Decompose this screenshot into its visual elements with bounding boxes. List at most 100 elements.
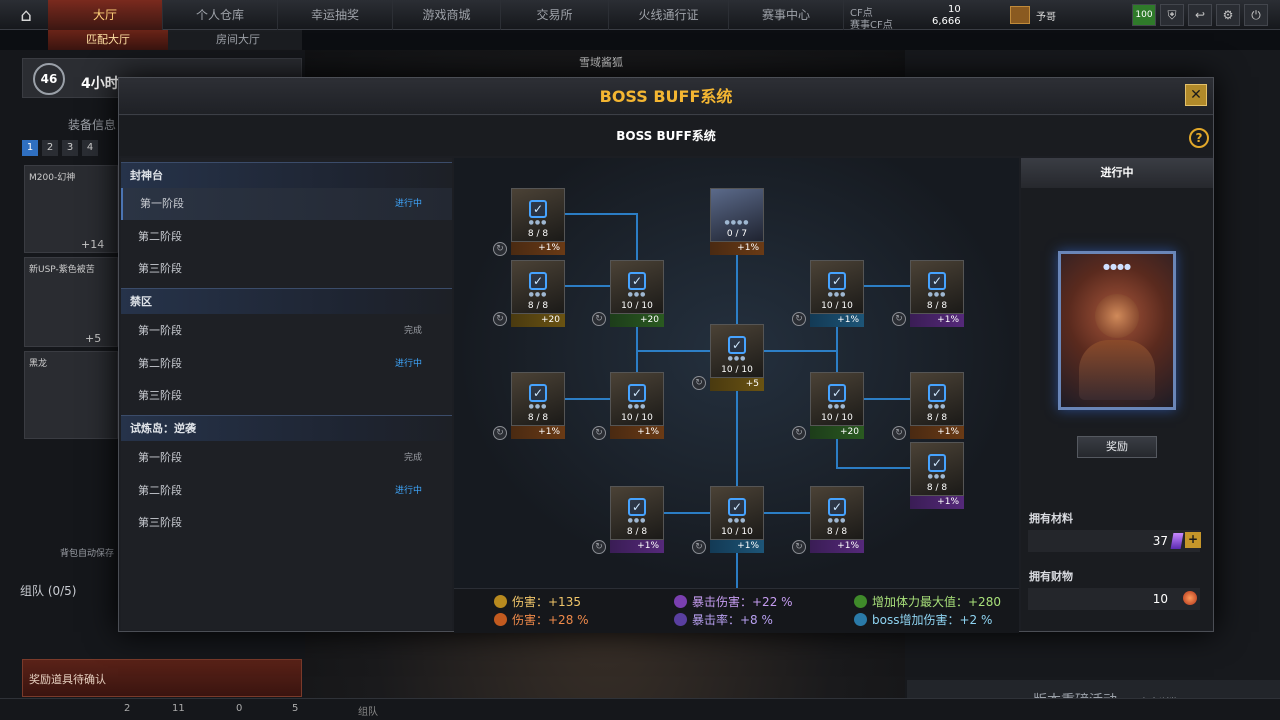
buff-node[interactable]: ✓●●●10 / 10+1%: [610, 372, 664, 439]
weapon-card-1[interactable]: M200-幻神 +14: [24, 165, 118, 253]
reward-confirm-bar[interactable]: 奖励道具待确认: [22, 659, 302, 697]
page-3[interactable]: 3: [62, 140, 78, 156]
stars-icon: ●●●: [927, 403, 947, 410]
reset-icon[interactable]: ↻: [792, 540, 806, 554]
node-buff: +1%: [610, 426, 664, 439]
reset-icon[interactable]: ↻: [792, 312, 806, 326]
cf-label: CF点: [850, 8, 873, 19]
reset-icon[interactable]: ↻: [792, 426, 806, 440]
weapon-card-2[interactable]: 新USP-紫色被苦 +5: [24, 257, 118, 347]
weapon-1-name: M200-幻神: [29, 173, 76, 183]
subtab-room[interactable]: 房间大厅: [216, 33, 260, 46]
stage-item[interactable]: 第三阶段: [121, 507, 452, 539]
stage-item[interactable]: 第一阶段完成: [121, 442, 452, 474]
tab-lobby[interactable]: 大厅: [48, 0, 163, 30]
stage-item[interactable]: 第二阶段进行中: [121, 348, 452, 380]
buff-node[interactable]: ✓●●●8 / 8+1%: [511, 188, 565, 255]
reset-icon[interactable]: ↻: [692, 540, 706, 554]
stage-item[interactable]: 第三阶段: [121, 253, 452, 285]
avatar[interactable]: [1010, 6, 1030, 24]
buff-node[interactable]: ✓●●●8 / 8+1%: [810, 486, 864, 553]
buff-node[interactable]: ✓●●●8 / 8+20: [511, 260, 565, 327]
home-icon[interactable]: ⌂: [20, 4, 32, 26]
boss-buff-modal: BOSS BUFF系统 ✕ BOSS BUFF系统 ? 封神台 第一阶段进行中 …: [118, 77, 1214, 633]
reset-icon[interactable]: ↻: [592, 312, 606, 326]
node-count: 8 / 8: [626, 527, 648, 537]
stage-label: 第三阶段: [138, 389, 182, 402]
tab-shop[interactable]: 游戏商城: [393, 0, 501, 30]
gear-icon[interactable]: ⚙: [1216, 4, 1240, 26]
node-portrait: [610, 372, 664, 426]
stage-item[interactable]: 第一阶段完成: [121, 315, 452, 347]
summary-text: 伤害：+135: [512, 595, 581, 609]
reset-icon[interactable]: ↻: [592, 426, 606, 440]
node-portrait: [511, 372, 565, 426]
level-badge[interactable]: 100: [1132, 4, 1156, 26]
materials-label: 拥有材料: [1029, 512, 1073, 525]
reset-icon[interactable]: ↻: [493, 242, 507, 256]
buff-node[interactable]: ✓●●●10 / 10+1%: [810, 260, 864, 327]
buff-node[interactable]: ✓●●●8 / 8+1%: [910, 372, 964, 439]
buff-node[interactable]: ✓●●●8 / 8+1%: [910, 260, 964, 327]
check-icon: ✓: [928, 454, 946, 472]
summary-text: 伤害：+28 %: [512, 613, 589, 627]
tab-events[interactable]: 赛事中心: [729, 0, 844, 30]
reward-button[interactable]: 奖励: [1077, 436, 1157, 458]
close-button[interactable]: ✕: [1185, 84, 1207, 106]
tab-lottery[interactable]: 幸运抽奖: [278, 0, 393, 30]
stars-icon: ●●●: [528, 291, 548, 298]
stars-icon: ●●●: [727, 355, 747, 362]
shield-icon[interactable]: ⛨: [1160, 4, 1184, 26]
summary-text: 增加体力最大值：+280: [872, 595, 1001, 609]
weapon-card-3[interactable]: 黑龙: [24, 351, 118, 439]
buff-node[interactable]: ✓●●●10 / 10+1%: [710, 486, 764, 553]
stage-label: 第一阶段: [138, 451, 182, 464]
buff-node[interactable]: ✓●●●8 / 8+1%: [910, 442, 964, 509]
buff-node[interactable]: ✓●●●8 / 8+1%: [610, 486, 664, 553]
buff-node[interactable]: ✓●●●10 / 10+20: [610, 260, 664, 327]
add-material-button[interactable]: +: [1185, 532, 1201, 548]
group-header-1: 封神台: [121, 162, 452, 188]
tab-pass[interactable]: 火线通行证: [609, 0, 729, 30]
buff-node[interactable]: ✓●●●10 / 10+20: [810, 372, 864, 439]
stage-label: 第三阶段: [138, 516, 182, 529]
buff-node[interactable]: ✓●●●8 / 8+1%: [511, 372, 565, 439]
node-portrait: [511, 188, 565, 242]
tab-exchange[interactable]: 交易所: [501, 0, 609, 30]
bottom-count-4: 5: [292, 703, 299, 714]
check-icon: ✓: [728, 336, 746, 354]
reset-icon[interactable]: ↻: [493, 426, 507, 440]
node-portrait: [810, 372, 864, 426]
page-2[interactable]: 2: [42, 140, 58, 156]
weapon-1-plus: +14: [81, 238, 105, 251]
reset-icon[interactable]: ↻: [692, 376, 706, 390]
page-1[interactable]: 1: [22, 140, 38, 156]
reset-icon[interactable]: ↻: [592, 540, 606, 554]
return-icon[interactable]: ↩: [1188, 4, 1212, 26]
power-icon[interactable]: ⏻: [1244, 4, 1268, 26]
reset-icon[interactable]: ↻: [892, 312, 906, 326]
buff-node[interactable]: ✓●●●10 / 10+5: [710, 324, 764, 391]
wealth-value: 10: [1152, 592, 1168, 606]
page-4[interactable]: 4: [82, 140, 98, 156]
reset-icon[interactable]: ↻: [892, 426, 906, 440]
help-button[interactable]: ?: [1189, 128, 1209, 148]
bottom-team[interactable]: 组队: [358, 707, 378, 718]
bottom-bar: 2 11 0 5 组队: [0, 698, 1280, 720]
stars-icon: ●●●: [827, 517, 847, 524]
summary-text: 暴击率：+8 %: [692, 613, 773, 627]
boss-icon: [854, 613, 867, 626]
subtab-match[interactable]: 匹配大厅: [48, 30, 168, 50]
stars-icon: ●●●: [627, 517, 647, 524]
buff-node[interactable]: ●●●●0 / 7+1%: [710, 188, 764, 255]
node-buff: +1%: [710, 242, 764, 255]
tab-warehouse[interactable]: 个人仓库: [163, 0, 278, 30]
reset-icon[interactable]: ↻: [493, 312, 507, 326]
node-count: 8 / 8: [527, 229, 549, 239]
stage-item[interactable]: 第二阶段: [121, 221, 452, 253]
stage-item[interactable]: 第三阶段: [121, 380, 452, 412]
page-tabs: 1 2 3 4: [22, 140, 98, 156]
summary-crit-rate: 暴击率：+8 %: [674, 612, 773, 628]
stage-item[interactable]: 第一阶段进行中: [121, 188, 452, 220]
stage-item[interactable]: 第二阶段进行中: [121, 475, 452, 507]
